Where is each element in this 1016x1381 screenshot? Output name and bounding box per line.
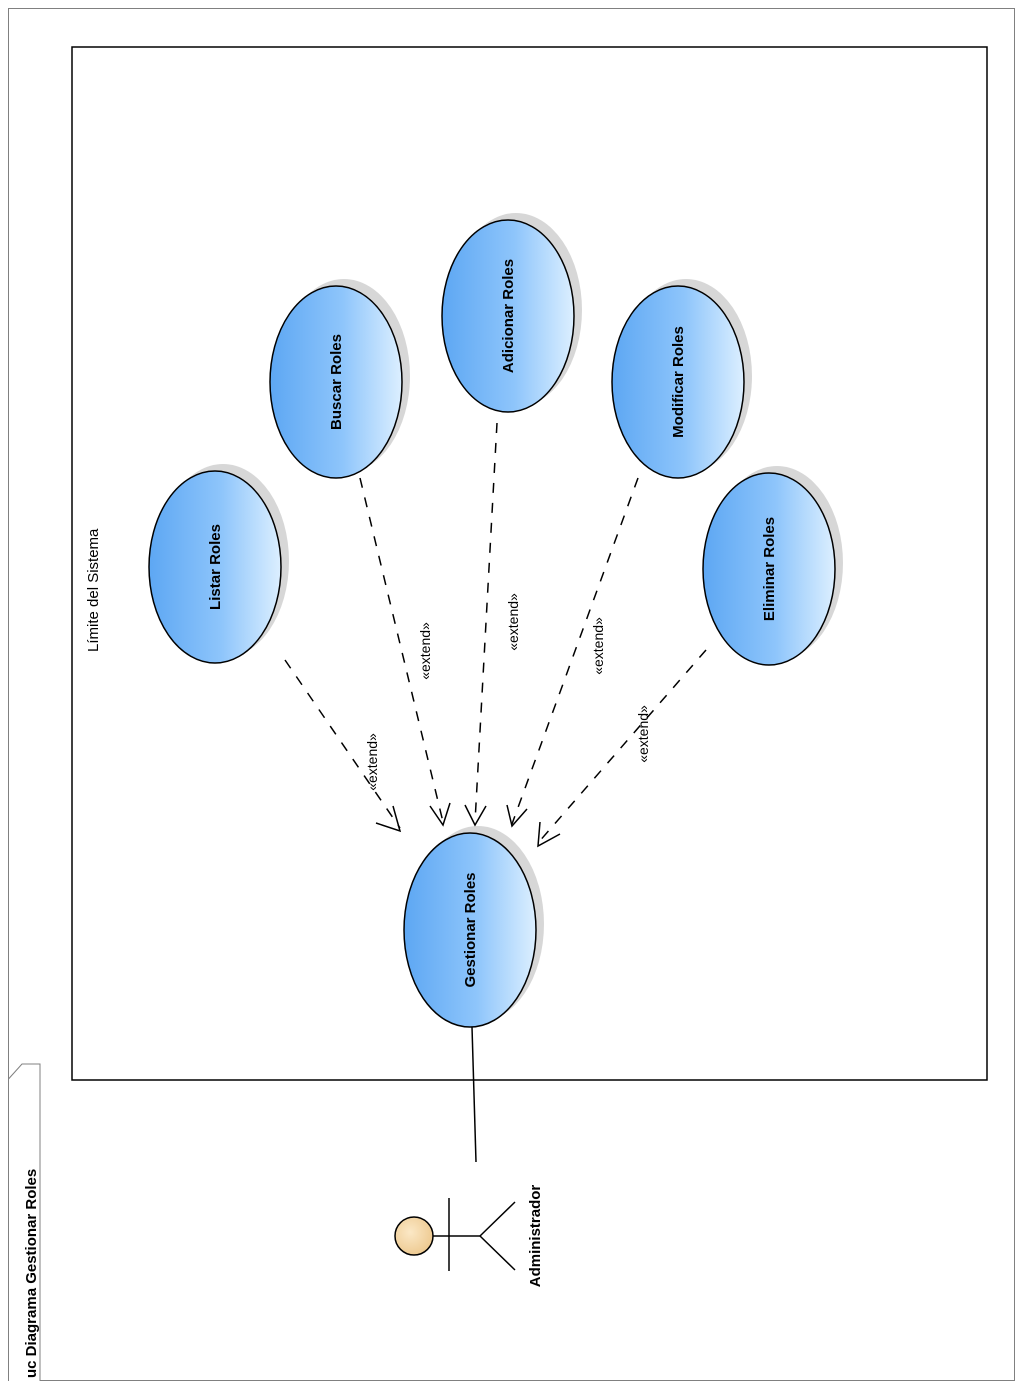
extend-line-adicionar <box>474 422 498 823</box>
use-case-adicionar-label: Adicionar Roles <box>500 259 517 373</box>
use-case-eliminar[interactable]: Eliminar Roles <box>702 466 843 666</box>
actor-head-icon <box>394 1216 434 1256</box>
extend-label-listar: «extend» <box>364 733 380 791</box>
use-case-buscar-label: Buscar Roles <box>328 334 345 430</box>
system-boundary <box>71 46 988 1081</box>
use-case-buscar[interactable]: Buscar Roles <box>269 279 410 479</box>
actor-administrador[interactable] <box>394 1198 516 1271</box>
use-case-listar[interactable]: Listar Roles <box>148 464 289 664</box>
boundary-label: Límite del Sistema <box>85 528 102 652</box>
actor-label: Administrador <box>527 1185 544 1288</box>
extend-line-listar <box>284 659 401 829</box>
arrowhead-adicionar <box>464 804 487 827</box>
frame-title: uc Diagrama Gestionar Roles <box>23 1169 40 1378</box>
use-case-eliminar-label: Eliminar Roles <box>761 517 778 621</box>
extend-label-adicionar: «extend» <box>505 593 521 651</box>
actor-association <box>471 1026 477 1163</box>
arrowhead-listar <box>375 805 402 833</box>
use-case-modificar-label: Modificar Roles <box>670 326 687 438</box>
use-case-adicionar[interactable]: Adicionar Roles <box>441 213 582 413</box>
use-case-gestionar[interactable]: Gestionar Roles <box>403 826 544 1028</box>
use-case-gestionar-label: Gestionar Roles <box>462 872 479 987</box>
actor-leg-right <box>479 1235 516 1271</box>
extend-label-buscar: «extend» <box>417 622 433 680</box>
arrowhead-modificar <box>506 804 528 828</box>
extend-line-modificar <box>511 477 639 825</box>
arrowhead-eliminar <box>537 821 561 848</box>
arrowhead-buscar <box>429 802 451 827</box>
actor-leg-left <box>479 1201 516 1237</box>
extend-arrowheads <box>375 802 561 848</box>
frame-title-tab <box>8 1063 41 1381</box>
use-case-modificar[interactable]: Modificar Roles <box>611 279 752 479</box>
extend-label-modificar: «extend» <box>590 617 606 675</box>
extend-label-eliminar: «extend» <box>635 705 651 763</box>
use-case-listar-label: Listar Roles <box>207 524 224 610</box>
extend-relations <box>284 422 707 844</box>
extend-line-eliminar <box>537 649 707 844</box>
